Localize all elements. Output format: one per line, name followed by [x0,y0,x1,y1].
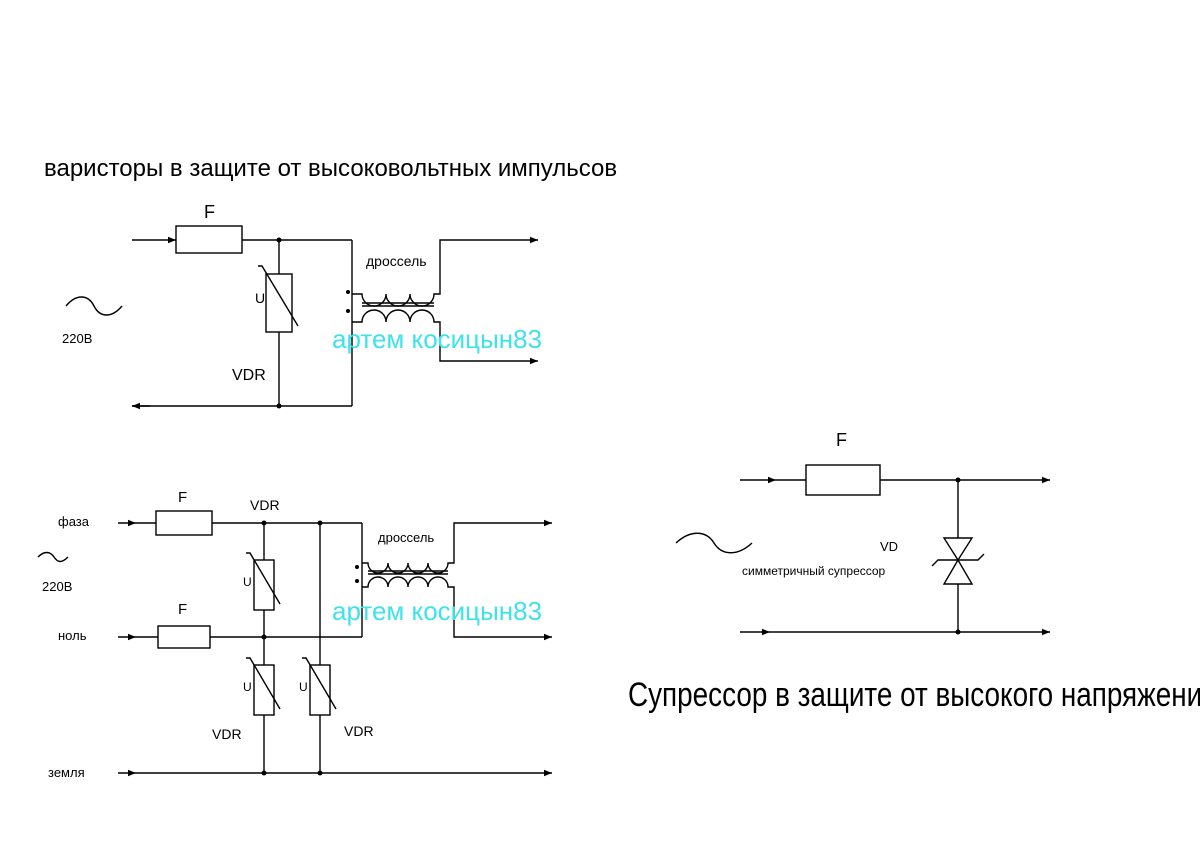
diagram-suppressor: F VD симметричный супрессор Супрессор в … [628,430,1200,714]
page-title: варисторы в защите от высоковольтных имп… [44,155,617,182]
varistor-u-label: U [243,680,252,694]
varistor-slash [258,265,299,327]
winding-dot [355,579,359,583]
varistor-slash [246,657,281,710]
junction-dot [276,403,282,409]
varistor-u-label: U [255,290,265,306]
fuse-label: F [204,202,215,222]
varistor-label: VDR [250,497,280,513]
varistor-slash [246,552,281,605]
suppressor-triangle-bottom [942,558,974,585]
suppressor-label: симметричный супрессор [742,564,886,578]
choke-label: дроссель [366,253,427,269]
fuse-phase [155,510,213,536]
fuse [805,464,881,496]
winding-dot [355,565,359,569]
choke-winding-top [352,236,538,307]
varistor [265,273,293,333]
ac-sine-icon [675,532,753,554]
watermark: артем косицын83 [332,324,542,354]
voltage-label: 220В [42,579,72,594]
varistor-label: VDR [212,726,242,742]
varistor-u-label: U [243,575,252,589]
fuse-label: F [178,601,187,618]
choke-label: дроссель [378,530,434,545]
varistor [309,664,331,716]
suppressor-title: Супрессор в защите от высокого напряжени… [628,675,1200,713]
fuse-label: F [836,430,847,450]
varistor-u-label: U [299,680,308,694]
varistor-slash [302,657,337,710]
diagram-varistor-single: F U VDR дроссель 220В артем косицын83 [62,202,542,410]
suppressor-triangle-top [942,537,974,562]
vd-label: VD [880,539,898,554]
ac-sine-icon [65,296,123,316]
choke-winding-bottom [362,576,552,641]
fuse [175,225,243,254]
fuse-neutral [157,625,211,649]
winding-dot [346,309,350,313]
voltage-label: 220В [62,331,92,346]
watermark: артем косицын83 [332,596,542,626]
neutral-label: ноль [58,628,87,643]
ac-sine-icon [37,551,69,563]
varistor-label: VDR [232,367,266,384]
ground-label: земля [48,765,85,780]
varistor [253,559,275,611]
diagram-varistor-three-wire: фаза ноль земля 220В F VDR F U U [37,489,552,780]
fuse-label: F [178,489,187,506]
varistor [253,664,275,716]
varistor-label: VDR [344,723,374,739]
choke-winding-bottom [352,309,538,365]
phase-label: фаза [58,514,90,529]
winding-dot [346,290,350,294]
